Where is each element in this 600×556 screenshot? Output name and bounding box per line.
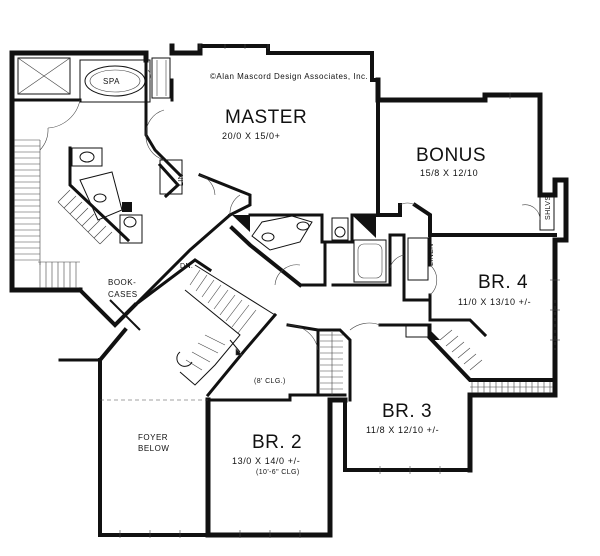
shower xyxy=(17,57,71,95)
room-dims-br4: 11/0 X 13/10 +/- xyxy=(458,297,531,307)
windows xyxy=(119,44,560,538)
fixtures xyxy=(17,57,555,340)
copyright-text: ©Alan Mascord Design Associates, Inc. xyxy=(210,72,368,81)
bookcases-label-line2: CASES xyxy=(108,290,138,299)
room-note-br2: (10'-6" CLG) xyxy=(256,469,300,476)
closet-hatching xyxy=(14,139,553,395)
interior-walls xyxy=(10,58,557,402)
room-dims-br2: 13/0 X 14/0 +/- xyxy=(232,456,300,466)
shlvs-label: SHLVS xyxy=(545,196,552,220)
exterior-walls xyxy=(9,43,569,538)
spa-tub xyxy=(79,59,151,103)
foyer-label-line1: FOYER xyxy=(138,433,168,442)
room-name-br4: BR. 4 xyxy=(478,272,528,293)
foyer-label-line2: BELOW xyxy=(138,444,169,453)
room-dims-master: 20/0 X 15/0+ xyxy=(222,131,281,141)
ceiling-height-label: (8' CLG.) xyxy=(254,378,286,385)
stair-down-label: DN. xyxy=(180,263,193,270)
linen-label: LINEN xyxy=(428,243,435,266)
room-name-master: MASTER xyxy=(225,107,307,128)
spa-label: SPA xyxy=(103,77,120,86)
lin-label: LIN xyxy=(178,174,185,186)
door-swings xyxy=(39,69,541,351)
bookcases-label-line1: BOOK- xyxy=(108,278,136,287)
staircase xyxy=(109,264,276,386)
room-name-br2: BR. 2 xyxy=(252,432,302,453)
room-dims-bonus: 15/8 X 12/10 xyxy=(420,168,478,178)
room-name-br3: BR. 3 xyxy=(382,401,432,422)
room-name-bonus: BONUS xyxy=(416,145,486,166)
room-dims-br3: 11/8 X 12/10 +/- xyxy=(366,425,439,435)
